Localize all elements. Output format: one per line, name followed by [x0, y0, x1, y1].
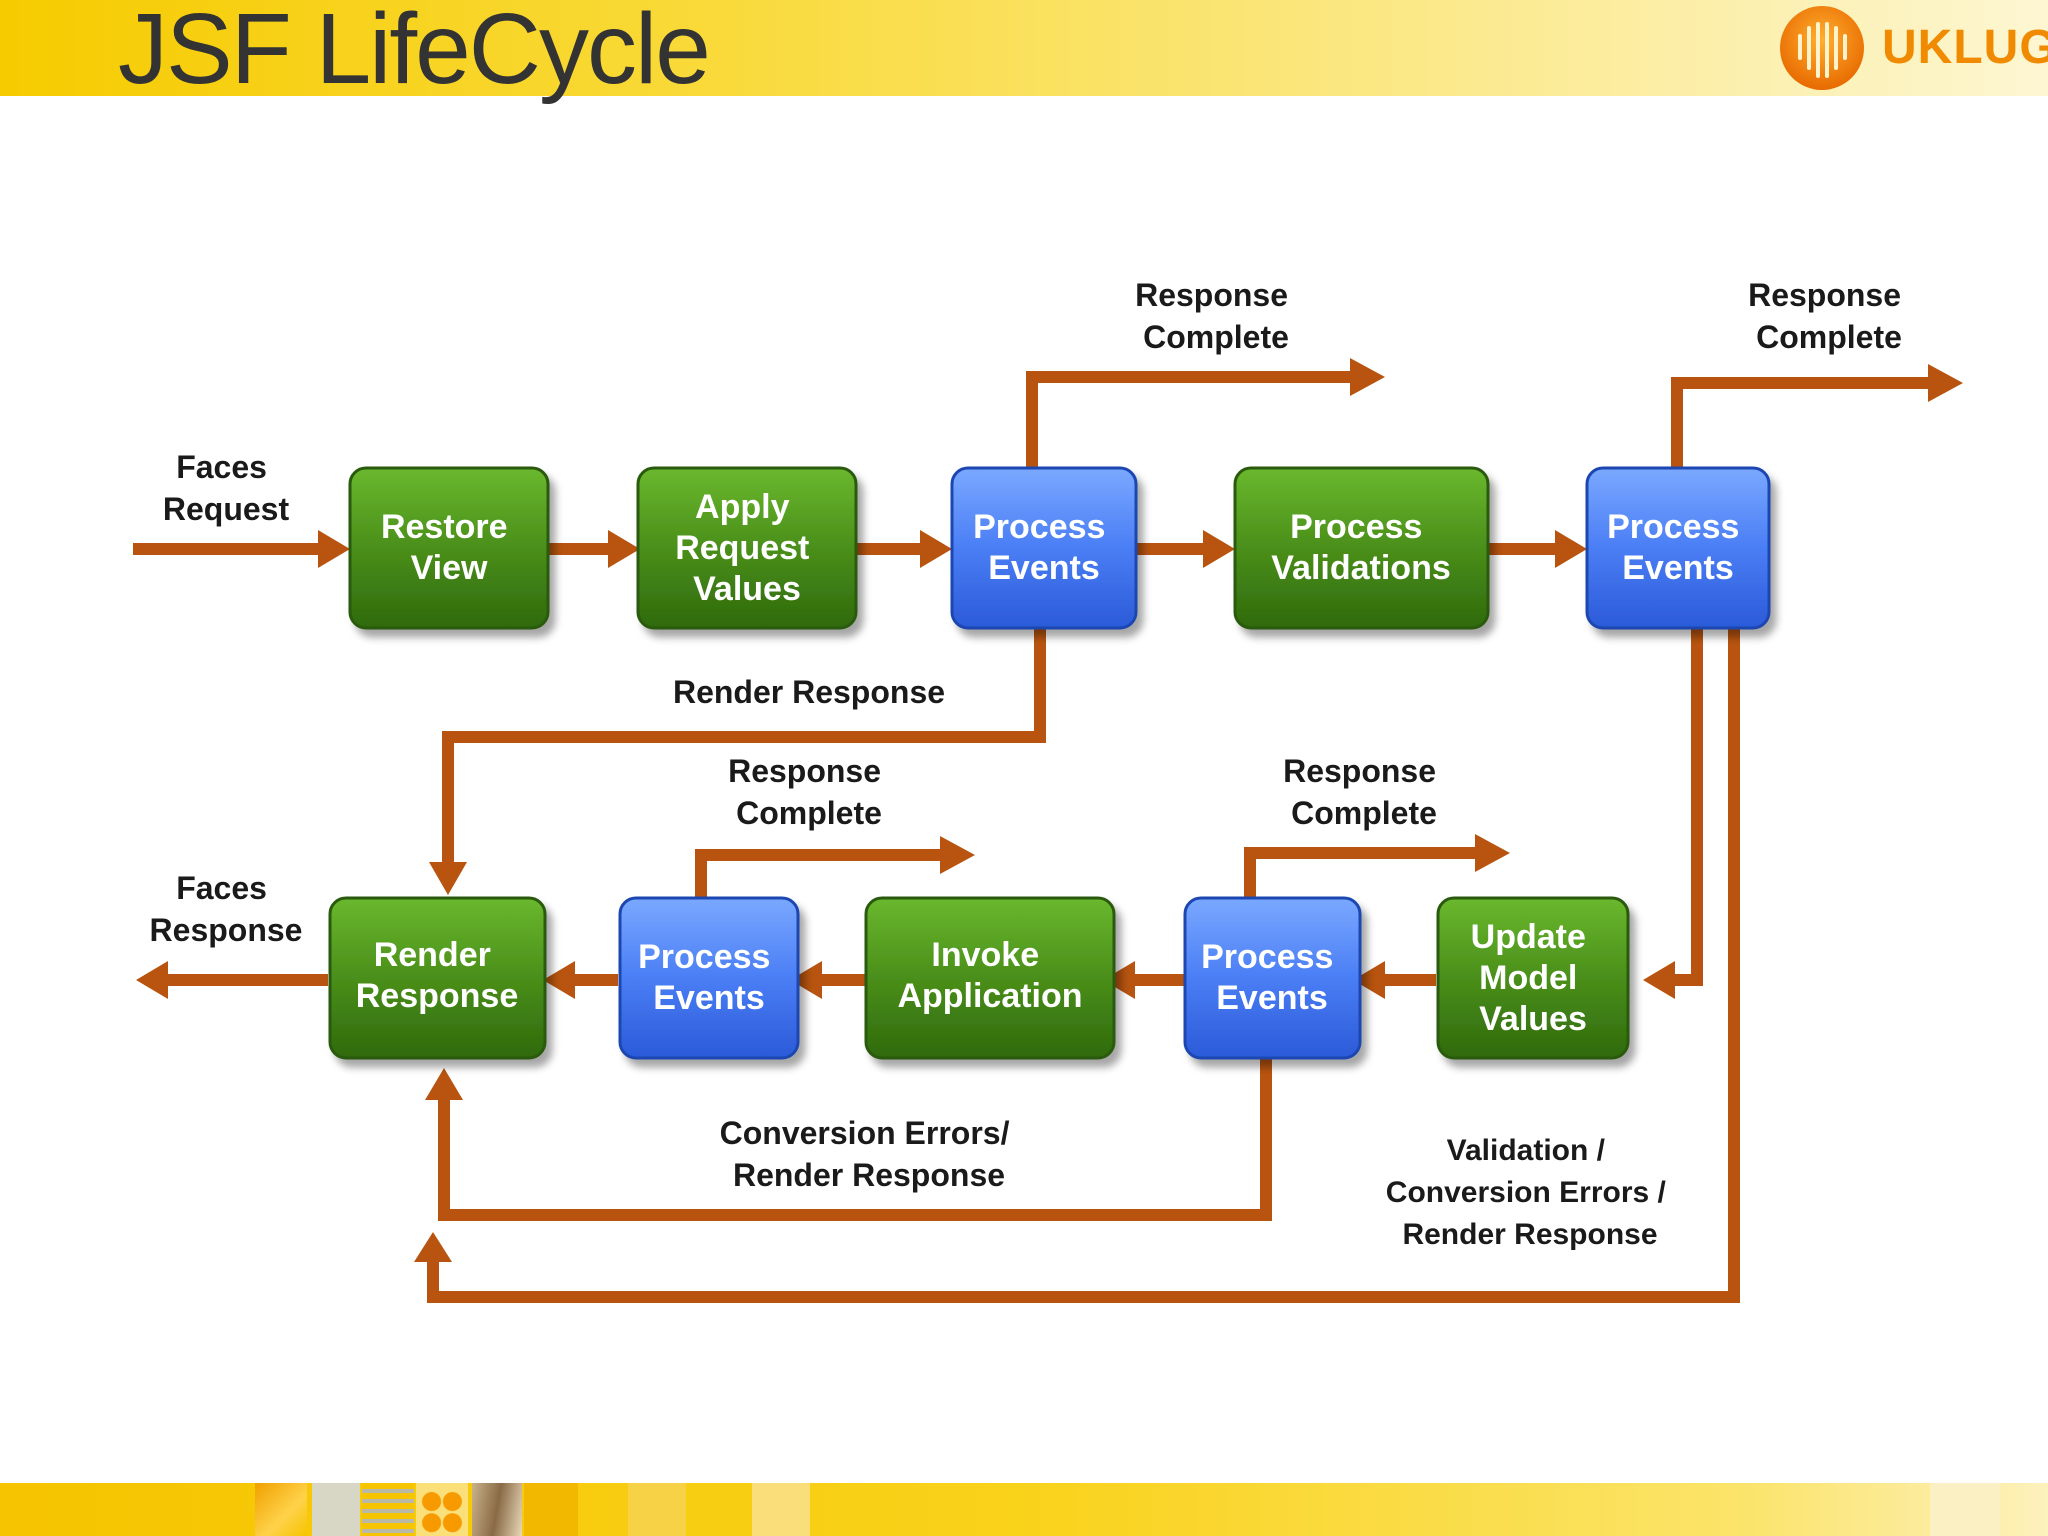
node-render-response-label: Render Response: [356, 936, 519, 1015]
path-conversion-errors: [438, 1058, 1272, 1221]
arrowhead: [1643, 961, 1675, 999]
footer-decoration: [752, 1483, 810, 1536]
logo-bars-icon: [1798, 22, 1847, 78]
arrowhead: [318, 530, 350, 568]
arrowhead: [1928, 364, 1963, 402]
node-process-events-4-label: Process Events: [638, 938, 780, 1017]
label-response-complete-3: Response Complete: [728, 753, 890, 831]
header-bar: [0, 0, 2048, 96]
footer-decoration: [255, 1483, 307, 1536]
node-apply-request-values-label: Apply Request Values: [675, 488, 819, 608]
path-validation-errors: [427, 628, 1740, 1303]
node-apply-request-values: [636, 466, 858, 630]
footer-decoration: [524, 1483, 578, 1536]
node-process-events-1-label: Process Events: [973, 508, 1115, 587]
logo-emblem-icon: [1780, 6, 1864, 90]
node-process-events-4: [618, 896, 800, 1060]
arrowhead: [1353, 961, 1385, 999]
node-process-events-3-label: Process Events: [1201, 938, 1343, 1017]
path-render-response: [442, 628, 1046, 862]
label-faces-response: Faces Response: [150, 870, 303, 948]
node-invoke-application-label: Invoke Application: [897, 936, 1082, 1015]
logo-text: UKLUG: [1882, 21, 2048, 74]
footer-decoration: [472, 1483, 522, 1536]
label-render-response-path: Render Response: [673, 674, 945, 710]
footer-decoration: [416, 1483, 468, 1536]
node-render-response: [328, 896, 547, 1060]
arrowhead: [425, 1068, 463, 1100]
arrowhead: [608, 530, 640, 568]
path-pe2-to-update: [1675, 628, 1703, 986]
arrowhead: [1555, 530, 1587, 568]
slide-title: JSF LifeCycle: [118, 0, 711, 105]
node-process-validations-label: Process Validations: [1271, 508, 1451, 587]
arrowhead: [1103, 961, 1135, 999]
label-conversion-errors: Conversion Errors/ Render Response: [720, 1115, 1019, 1193]
arrowhead: [1203, 530, 1235, 568]
label-response-complete-2: Response Complete: [1748, 277, 1910, 355]
node-invoke-application: [864, 896, 1116, 1060]
arrowhead: [543, 961, 575, 999]
path-response-complete-2: [1671, 377, 1928, 470]
arrowhead: [790, 961, 822, 999]
node-process-events-1: [950, 466, 1138, 630]
path-response-complete-4: [1244, 847, 1475, 898]
footer-decoration: [1930, 1483, 2000, 1536]
arrowhead: [1475, 834, 1510, 872]
arrowhead: [920, 530, 952, 568]
label-validation-errors: Validation / Conversion Errors / Render …: [1386, 1134, 1674, 1251]
node-restore-view: [348, 466, 550, 630]
node-process-validations: [1233, 466, 1490, 630]
arrowhead: [940, 836, 975, 874]
node-process-events-2-label: Process Events: [1607, 508, 1749, 587]
node-restore-view-label: Restore View: [381, 508, 517, 587]
path-response-complete-1: [1026, 371, 1350, 470]
label-response-complete-1: Response Complete: [1135, 277, 1297, 355]
node-process-events-2: [1585, 466, 1771, 630]
arrowhead: [1350, 358, 1385, 396]
footer-decoration: [362, 1483, 414, 1536]
node-update-model-values-label: Update Model Values: [1471, 918, 1596, 1038]
footer-bar: [0, 1483, 2048, 1536]
arrowhead: [429, 862, 467, 895]
label-faces-request: Faces Request: [163, 449, 290, 527]
label-response-complete-4: Response Complete: [1283, 753, 1445, 831]
footer-decoration: [312, 1483, 360, 1536]
arrowhead: [136, 961, 168, 999]
uklug-logo: [1780, 6, 1864, 90]
footer-decoration: [628, 1483, 686, 1536]
path-response-complete-3: [695, 849, 940, 898]
node-process-events-3: [1183, 896, 1362, 1060]
node-update-model-values: [1436, 896, 1630, 1060]
arrowhead: [414, 1232, 452, 1262]
